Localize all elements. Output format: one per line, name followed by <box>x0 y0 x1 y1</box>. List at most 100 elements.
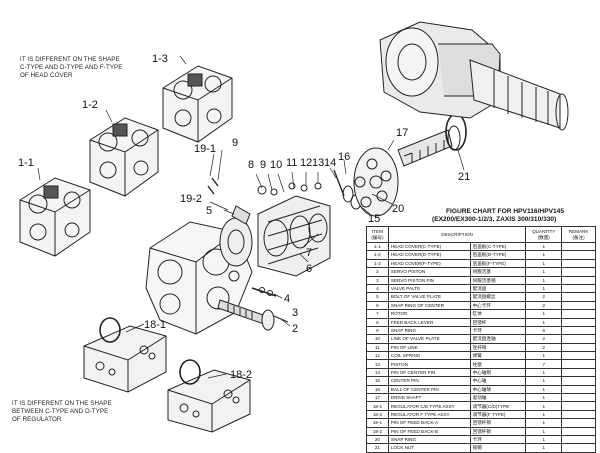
row-description-zh: 缸体 <box>469 309 527 319</box>
leader-lines <box>37 55 465 379</box>
row-quantity: 1 <box>525 283 563 294</box>
row-remark <box>561 351 596 361</box>
callout-labels: 1-3 1-2 1-1 9 19-1 8 9 10 11 12 13 14 16… <box>18 53 470 381</box>
row-item: 4 <box>366 283 389 294</box>
row-description: PIN OF FEED BACK-A <box>387 418 471 428</box>
row-item: 7 <box>366 309 389 319</box>
row-quantity: 1 <box>525 267 563 277</box>
row-remark <box>561 325 596 336</box>
rotor-block <box>353 147 399 217</box>
figure-chart-subtitle-line: (EX200/EX300-1/2/3, ZAXIS 300/310/330) <box>432 216 557 223</box>
row-description-zh: 中心卡环 <box>469 300 527 311</box>
row-quantity: 2 <box>525 300 563 311</box>
row-description: HEAD COVER(C-TYPE) <box>387 241 471 252</box>
row-description-zh: 卡环 <box>469 434 527 445</box>
row-item: 10 <box>366 334 389 344</box>
callout-20: 20 <box>392 203 404 215</box>
row-quantity: 2 <box>525 342 563 353</box>
header-remark-en: REMARK <box>568 228 589 234</box>
row-description: REGULATOR F TYPE ASSY <box>387 409 471 420</box>
callout-21: 21 <box>458 171 470 183</box>
row-remark <box>561 409 596 420</box>
valve-plate-assembly <box>219 195 331 277</box>
row-description: PIN OF FEED BACK-B <box>387 426 471 437</box>
row-description: LOCK NUT <box>387 443 471 453</box>
row-description: COIL SPRING <box>387 351 471 361</box>
row-description-zh: 后盖板(D-TYPE) <box>469 250 527 260</box>
callout-1-3: 1-3 <box>152 53 168 65</box>
row-item: 12 <box>366 351 389 361</box>
parts-table: ITEM(编号) DESCRIPTION QUANTITY(数量) REMARK… <box>366 226 596 453</box>
figure-chart-title: FIGURE CHART FOR HPV116/HPV145 (EX200/EX… <box>432 208 598 224</box>
row-description-zh: 连杆销 <box>469 342 527 353</box>
row-description: PIN OF LINK <box>387 342 471 353</box>
row-quantity: 1 <box>525 434 563 445</box>
row-quantity: 1 <box>525 401 563 411</box>
row-remark <box>561 376 596 386</box>
row-description-zh: 中心轴销 <box>469 367 527 378</box>
row-description: SERVO PISTON PIN <box>387 275 471 285</box>
header-item: ITEM(编号) <box>366 226 389 243</box>
callout-14: 14 <box>324 157 336 169</box>
row-description-zh: 锁帽 <box>469 443 527 453</box>
row-description: FEED BACK LEVER <box>387 317 471 327</box>
head-cover-note-line-2: C-TYPE AND D-TYPE AND F-TYPE <box>20 64 123 71</box>
callout-12: 12 <box>300 157 312 169</box>
row-quantity: 1 <box>525 376 563 386</box>
callout-15: 15 <box>368 213 380 225</box>
callout-6: 6 <box>306 263 312 275</box>
header-item-en: ITEM <box>371 228 383 234</box>
row-item: 8 <box>366 317 389 327</box>
row-item: 6 <box>366 300 389 311</box>
callout-2: 2 <box>292 323 298 335</box>
regulator-note-line-2: BETWEEN C-TYPE AND D-TYPE <box>12 408 109 415</box>
callout-18-1: 18-1 <box>144 319 166 331</box>
row-item: 3 <box>366 275 389 285</box>
callout-9-top: 9 <box>232 137 238 149</box>
parts-table-header: ITEM(编号) DESCRIPTION QUANTITY(数量) REMARK… <box>366 226 596 243</box>
row-item: 18-1 <box>366 401 389 411</box>
callout-19-1: 19-1 <box>194 143 216 155</box>
row-item: 15 <box>366 376 389 386</box>
header-remark-zh: (备注) <box>572 234 585 240</box>
row-remark <box>561 283 596 294</box>
row-description: VALVE PALTE <box>387 283 471 294</box>
row-quantity: 1 <box>525 275 563 285</box>
header-item-zh: (编号) <box>371 234 384 240</box>
row-description: REGULATOR C/D TYPE ASSY <box>387 401 471 411</box>
row-description: SNAP RING <box>387 325 471 336</box>
callout-7: 7 <box>306 247 312 259</box>
head-cover-note-line-3: OF HEAD COVER <box>20 72 73 79</box>
row-description-zh: 调节器(F TYPE) <box>469 409 527 420</box>
row-quantity: 1 <box>525 317 563 327</box>
row-remark <box>561 309 596 319</box>
callout-17: 17 <box>396 127 408 139</box>
row-description-zh: 回馈杆销 <box>469 426 527 437</box>
header-quantity-zh: (数量) <box>537 234 550 240</box>
callout-1-2: 1-2 <box>82 99 98 111</box>
row-item: 16 <box>366 384 389 395</box>
row-description-zh: 配流盘螺丝 <box>469 292 527 302</box>
row-remark <box>561 275 596 285</box>
row-item: 1-1 <box>366 241 389 252</box>
row-quantity: 1 <box>525 426 563 437</box>
regulator-c-d-type <box>83 317 167 393</box>
row-remark <box>561 434 596 445</box>
